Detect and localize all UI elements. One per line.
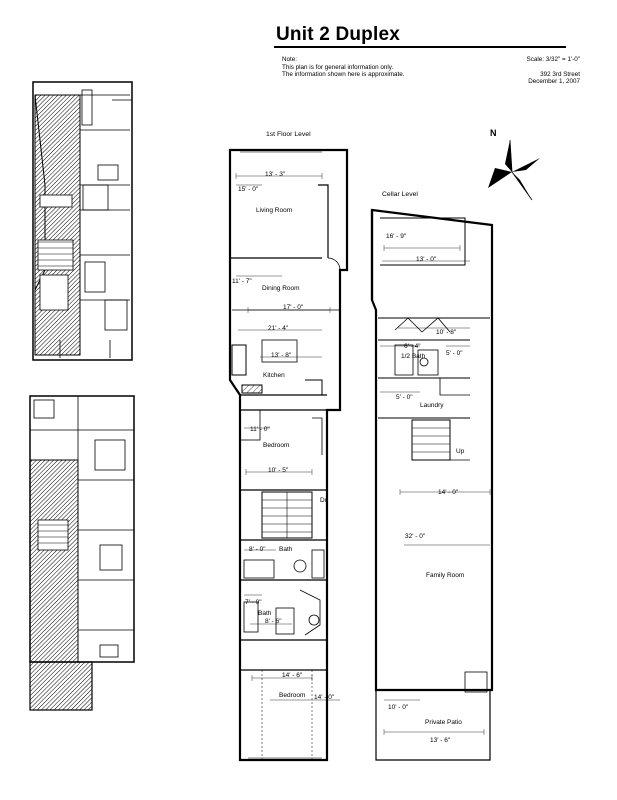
dim-label: 5' - 0"	[396, 394, 413, 401]
dim-label: 8' - 0"	[249, 546, 266, 553]
dim-label: 7' - 0"	[245, 599, 262, 606]
first-floor-plan	[228, 148, 349, 762]
room-label-laundry: Laundry	[420, 402, 444, 409]
note-line-1: This plan is for general information onl…	[282, 63, 394, 71]
dim-label: 13' - 0"	[416, 256, 437, 263]
room-label-bedroom-2: Bedroom	[279, 692, 306, 699]
dim-label: 14' - 0"	[438, 489, 459, 496]
dim-label: 13' - 8"	[271, 352, 292, 359]
room-label-bath-1: Bath	[279, 546, 293, 553]
room-label-bedroom-1: Bedroom	[263, 442, 290, 449]
dim-label: 8' - 6"	[265, 618, 282, 625]
note-heading: Note:	[282, 56, 298, 63]
dim-label: 10' - 8"	[436, 329, 457, 336]
first-floor-title: 1st Floor Level	[266, 131, 311, 138]
cellar-plan	[370, 208, 494, 761]
room-label-living-room: Living Room	[256, 207, 293, 214]
dim-label: 16' - 9"	[386, 233, 407, 240]
dim-label: 11' - 0"	[250, 426, 270, 433]
dim-label: 14' - 0"	[314, 694, 335, 701]
room-label-kitchen: Kitchen	[263, 372, 285, 379]
dim-label: 6' - 4"	[404, 343, 421, 350]
building-thumbnail-lower	[29, 395, 135, 711]
dim-label: 21' - 4"	[268, 325, 289, 332]
dim-label: 32' - 0"	[405, 533, 426, 540]
room-label-half-bath: 1/2 Bath	[401, 353, 426, 360]
dim-label: 5' - 0"	[446, 350, 463, 357]
building-thumbnail-upper	[32, 81, 133, 361]
dim-label: 15' - 0"	[238, 186, 259, 193]
stair-dn-label: Dn	[320, 497, 329, 504]
address-text: 392 3rd Street	[540, 70, 580, 78]
dim-label: 13' - 3"	[265, 171, 286, 178]
dim-label: 14' - 6"	[282, 672, 303, 679]
dim-label: 10' - 5"	[268, 467, 289, 474]
dim-label: 17' - 0"	[283, 304, 304, 311]
dim-label: 11' - 7"	[232, 278, 252, 285]
dim-label: 10' - 0"	[388, 704, 409, 711]
plan-meta: Scale: 3/32" = 1'-0" 392 3rd Street Dece…	[480, 56, 580, 86]
page-title: Unit 2 Duplex	[276, 24, 401, 45]
room-label-dining-room: Dining Room	[262, 285, 300, 292]
note-block: Note: This plan is for general informati…	[282, 56, 405, 79]
room-label-family-room: Family Room	[426, 572, 465, 579]
note-line-2: The information shown here is approximat…	[282, 71, 405, 78]
compass-rose-icon	[488, 139, 540, 201]
stair-up-label: Up	[456, 448, 465, 455]
date-text: December 1, 2007	[528, 78, 580, 85]
room-label-bath-2: Bath	[258, 610, 272, 617]
dim-label: 13' - 6"	[430, 737, 451, 744]
room-label-private-patio: Private Patio	[425, 719, 462, 726]
cellar-title: Cellar Level	[382, 191, 418, 198]
compass-north-label: N	[490, 128, 497, 138]
scale-text: Scale: 3/32" = 1'-0"	[526, 56, 580, 63]
title-rule	[274, 46, 566, 48]
